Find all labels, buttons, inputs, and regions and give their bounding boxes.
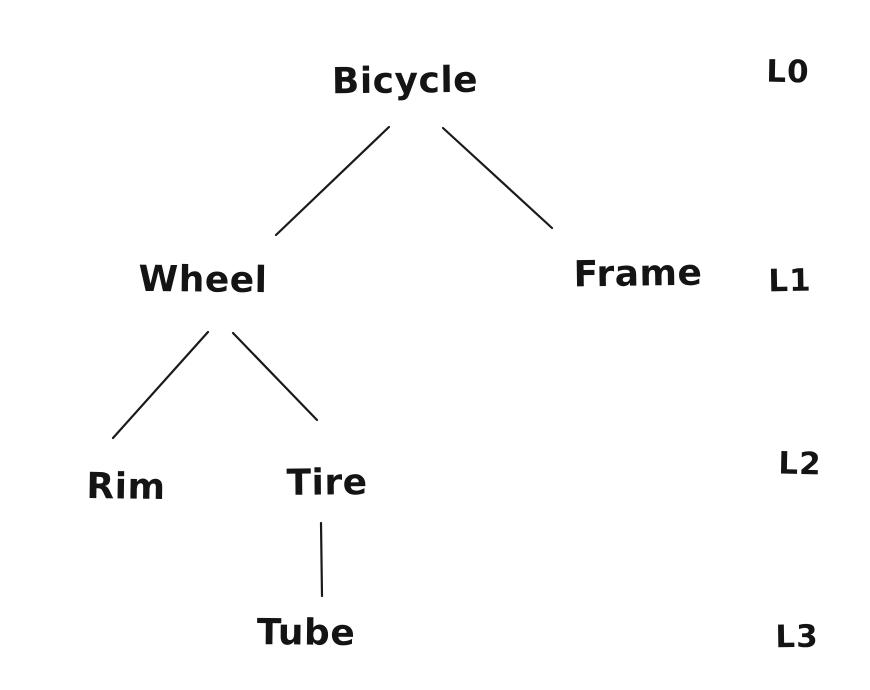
edge-tire-tube [319,521,324,598]
node-tube: Tube [256,612,356,654]
node-rim: Rim [86,465,166,509]
edge-bicycle-wheel [274,125,391,237]
edge-bicycle-frame [441,126,554,230]
node-tire: Tire [286,462,368,504]
node-frame: Frame [573,252,703,296]
level-label-l2: L2 [777,445,823,483]
edge-wheel-rim [111,330,210,440]
level-label-l0: L0 [766,53,810,91]
node-bicycle: Bicycle [331,59,479,103]
edge-wheel-tire [231,331,319,422]
node-wheel: Wheel [138,258,268,302]
level-label-l3: L3 [775,618,819,656]
level-label-l1: L1 [768,262,812,300]
